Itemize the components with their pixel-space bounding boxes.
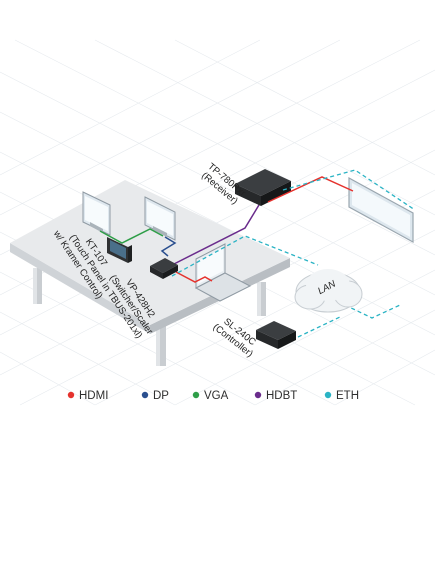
legend-dot-dp	[141, 391, 149, 399]
switcher-device	[150, 258, 178, 279]
legend-item-vga: VGA	[192, 390, 229, 402]
legend-item-hdbt: HDBT	[254, 390, 297, 402]
label-tp780rxr: TP-780Rxr (Receiver)	[199, 161, 248, 207]
table-cables	[99, 199, 263, 283]
legend-label-eth: ETH	[336, 390, 359, 402]
legend-dot-hdmi	[67, 391, 75, 399]
hdbt-cable	[171, 199, 263, 266]
laptop	[194, 243, 252, 302]
legend-dot-eth	[324, 391, 332, 399]
legend-label-vga: VGA	[204, 390, 229, 402]
legend-dot-vga	[192, 391, 200, 399]
legend-item-eth: ETH	[324, 390, 359, 402]
table-display-right	[144, 196, 176, 241]
hdmi-cable-to-screen	[267, 176, 354, 203]
legend: HDMI DP VGA HDBT ETH	[67, 390, 359, 402]
legend-item-dp: DP	[141, 390, 169, 402]
eth-cables	[171, 169, 416, 338]
legend-label-hdbt: HDBT	[266, 390, 297, 402]
receiver-device	[235, 169, 291, 206]
hdmi-cable-laptop	[175, 271, 213, 283]
table-display-left	[82, 191, 111, 236]
lan-cloud: LAN	[294, 269, 363, 313]
legend-label-hdmi: HDMI	[79, 390, 108, 402]
dp-cable	[160, 236, 177, 257]
vga-cable	[99, 228, 164, 244]
legend-dot-hdbt	[254, 391, 262, 399]
projection-screen	[348, 176, 414, 244]
legend-label-dp: DP	[153, 390, 169, 402]
legend-item-hdmi: HDMI	[67, 390, 108, 402]
touch-panel-device	[107, 237, 132, 263]
label-sl240c: SL-240C (Controller)	[211, 316, 258, 360]
controller-device	[256, 321, 296, 349]
